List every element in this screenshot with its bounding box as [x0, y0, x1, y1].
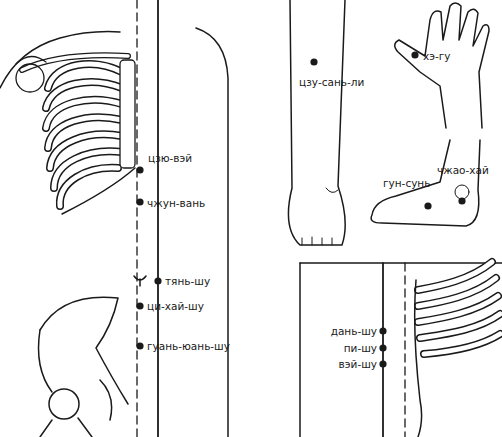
point-label: цзю-вэй	[148, 152, 192, 164]
point-label: дань-шу	[331, 325, 377, 337]
point-label: ци-хай-шу	[147, 300, 204, 312]
point-label: гун-сунь	[383, 177, 430, 189]
point-label: вэй-шу	[339, 358, 377, 370]
point-label: чжао-хай	[437, 164, 489, 176]
point-label: хэ-гу	[423, 50, 451, 62]
point-label: цзу-сань-ли	[299, 76, 364, 88]
point-label: гуань-юань-шу	[147, 340, 230, 352]
point-label: пи-шу	[344, 342, 377, 354]
point-label: тянь-шу	[165, 275, 210, 287]
point-label: чжун-вань	[147, 197, 205, 209]
